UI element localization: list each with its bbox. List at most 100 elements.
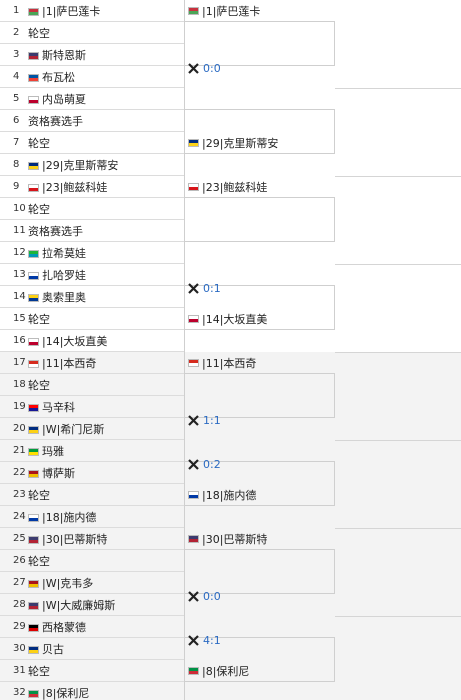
player-name: 布瓦松 — [42, 70, 75, 84]
player-name: |8|保利尼 — [202, 665, 250, 678]
draw-row[interactable]: 27 |W|克韦多 — [0, 572, 185, 594]
draw-position: 12 — [13, 247, 26, 258]
player-name: |23|鲍兹科娃 — [42, 180, 108, 194]
round2-slot[interactable]: |8|保利尼 — [185, 660, 335, 682]
flag-icon — [28, 73, 39, 82]
flag-icon — [188, 491, 199, 499]
draw-position: 20 — [13, 423, 26, 434]
player-name: 内岛萌夏 — [42, 92, 86, 106]
draw-position: 10 — [13, 203, 26, 214]
flag-icon — [28, 689, 39, 698]
draw-row[interactable]: 16|14|大坂直美 — [0, 330, 185, 352]
draw-row[interactable]: 28|W|大威廉姆斯 — [0, 594, 185, 616]
draw-row[interactable]: 17|11|本西奇 — [0, 352, 185, 374]
flag-icon — [28, 161, 39, 170]
player-cell: 西格蒙德 — [28, 619, 185, 635]
draw-position: 18 — [13, 379, 26, 390]
draw-position: 31 — [13, 665, 26, 676]
draw-position: 16 — [13, 335, 26, 346]
head-to-head-score[interactable]: 4:1 — [203, 633, 221, 647]
draw-row[interactable]: 9 |23|鲍兹科娃 — [0, 176, 185, 198]
player-name: 轮空 — [28, 488, 50, 502]
player-name: |30|巴蒂斯特 — [42, 532, 108, 546]
head-to-head-score[interactable]: 0:2 — [203, 457, 221, 471]
round2-slot[interactable]: |29|克里斯蒂安 — [185, 132, 335, 154]
flag-icon — [188, 359, 199, 367]
round2-slot[interactable]: |1|萨巴莲卡 — [185, 0, 335, 22]
player-name: |W|克韦多 — [42, 576, 94, 590]
draw-row[interactable]: 1|1|萨巴莲卡 — [0, 0, 185, 22]
head-to-head-score[interactable]: 0:0 — [203, 589, 221, 603]
round2-slot — [185, 88, 335, 110]
round2-slot[interactable]: 0:0 — [185, 585, 335, 607]
draw-row[interactable]: 25 |30|巴蒂斯特 — [0, 528, 185, 550]
round2-slot[interactable]: |14|大坂直美 — [185, 308, 335, 330]
head-to-head-icon — [188, 634, 199, 646]
player-cell: 布瓦松 — [28, 69, 185, 85]
draw-position: 27 — [13, 577, 26, 588]
player-cell: 轮空 — [28, 25, 185, 41]
flag-icon — [188, 183, 199, 191]
round2-slot[interactable]: 0:0 — [185, 57, 335, 79]
draw-row[interactable]: 8|29|克里斯蒂安 — [0, 154, 185, 176]
draw-row[interactable]: 20 |W|希门尼斯 — [0, 418, 185, 440]
player-cell: 内岛萌夏 — [28, 91, 185, 107]
head-to-head-score[interactable]: 0:0 — [203, 61, 221, 75]
draw-position: 25 — [13, 533, 26, 544]
flag-icon — [28, 359, 39, 368]
round2-slot[interactable]: |30|巴蒂斯特 — [185, 528, 335, 550]
section-separator — [335, 264, 461, 265]
draw-position: 9 — [13, 181, 20, 192]
round2-slot[interactable]: 0:1 — [185, 277, 335, 299]
draw-position: 19 — [13, 401, 26, 412]
head-to-head-score[interactable]: 0:1 — [203, 281, 221, 295]
head-to-head-icon — [188, 458, 199, 470]
draw-position: 32 — [13, 687, 26, 698]
flag-icon — [188, 7, 199, 15]
player-name: 贝古 — [42, 642, 64, 656]
round2-slot[interactable]: 0:2 — [185, 453, 335, 475]
draw-row[interactable]: 32|8|保利尼 — [0, 682, 185, 700]
player-name: 拉希莫娃 — [42, 246, 86, 260]
round2-slot[interactable]: 1:1 — [185, 409, 335, 431]
round2-slot[interactable]: |11|本西奇 — [185, 352, 335, 374]
flag-icon — [28, 645, 39, 654]
player-name: |29|克里斯蒂安 — [202, 137, 279, 150]
bracket-connector — [185, 109, 335, 154]
round2-slot[interactable]: |23|鲍兹科娃 — [185, 176, 335, 198]
draw-row[interactable]: 24|18|施内德 — [0, 506, 185, 528]
player-name: |W|希门尼斯 — [42, 422, 105, 436]
head-to-head-score[interactable]: 1:1 — [203, 413, 221, 427]
head-to-head-icon — [188, 282, 199, 294]
player-name: 马辛科 — [42, 400, 75, 414]
draw-row[interactable]: 19 马辛科 — [0, 396, 185, 418]
flag-icon — [28, 337, 39, 346]
player-cell: |W|希门尼斯 — [28, 421, 185, 437]
round2-slot[interactable]: |18|施内德 — [185, 484, 335, 506]
player-name: 资格赛选手 — [28, 114, 83, 128]
player-name: |29|克里斯蒂安 — [42, 158, 119, 172]
draw-row[interactable]: 12 拉希莫娃 — [0, 242, 185, 264]
player-name: 博萨斯 — [42, 466, 75, 480]
flag-icon — [28, 579, 39, 588]
round2-slot[interactable]: 4:1 — [185, 629, 335, 651]
